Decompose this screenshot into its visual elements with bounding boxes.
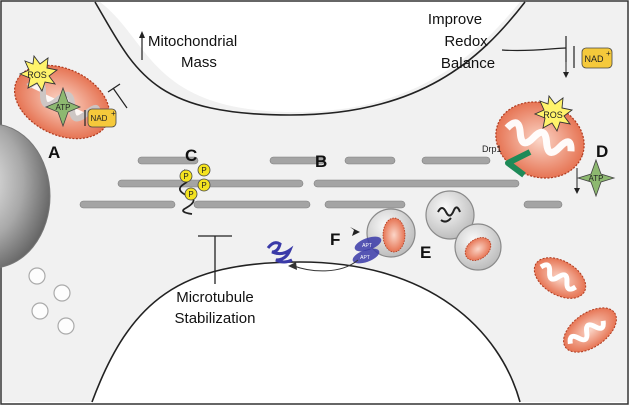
redox-pointer-line: [501, 47, 567, 52]
drp1-label: Drp1: [482, 144, 502, 154]
mitochondrion-right-2: [563, 307, 617, 353]
apt-label-1: APT: [362, 243, 372, 249]
phosphate-3: P: [201, 181, 206, 190]
mito-mass-inhibit-line: [112, 87, 128, 109]
phospho-tau-c: P P P P: [178, 163, 211, 215]
mito-mass-up-arrowhead: [139, 31, 145, 38]
ros-burst-a: ROS: [18, 54, 59, 93]
autophagosome-3: [454, 223, 502, 271]
nad-badge-d: NAD +: [581, 47, 613, 69]
vesicle-3: [31, 302, 49, 320]
nad-label-a: NAD: [91, 114, 108, 123]
apt-label-2: APT: [360, 255, 370, 261]
nad-down-arrowhead: [563, 72, 569, 78]
ros-label-a: ROS: [27, 70, 47, 80]
microtubule-line-2: Stabilization: [175, 310, 256, 327]
atp-down-arrowhead-d: [574, 188, 580, 194]
autophagosome-1: [366, 208, 416, 258]
lower-membrane: [91, 261, 521, 403]
phosphate-2: P: [201, 166, 206, 175]
panel-letter-d: D: [596, 142, 608, 161]
phosphate-1: P: [183, 172, 188, 181]
nad-label-d: NAD: [584, 54, 604, 64]
atp-label-a: ATP: [56, 103, 71, 112]
mito-mass-inhibit-bar: [107, 83, 121, 93]
microtubules: [79, 156, 563, 209]
atp-star-a: ATP: [44, 86, 82, 128]
atp-star-d: ATP: [576, 158, 616, 198]
nucleus: [0, 124, 51, 268]
microtubule-line-1: Microtubule: [176, 289, 254, 306]
panel-letter-b: B: [315, 152, 327, 171]
panel-letter-a: A: [48, 143, 60, 162]
mitochondrion-right-1: [533, 257, 587, 299]
mito-mass-line-1: Mitochondrial: [148, 33, 237, 50]
upper-membrane: [94, 1, 526, 116]
redox-line-3: Balance: [441, 55, 495, 72]
nad-badge-a: NAD +: [87, 108, 117, 128]
phosphate-4: P: [188, 190, 193, 199]
lower-cell-gap: [92, 262, 520, 402]
panel-letter-f: F: [330, 230, 340, 249]
panel-letter-e: E: [420, 243, 431, 262]
drp1-protein: [505, 149, 532, 178]
ros-label-d: ROS: [543, 110, 563, 120]
nad-sup-d: +: [606, 49, 611, 58]
apt-protein: APT APT: [352, 236, 382, 264]
ros-burst-d: ROS: [533, 94, 574, 133]
vesicle-4: [57, 317, 75, 335]
atp-label-d: ATP: [589, 174, 604, 183]
vesicle-2: [53, 284, 71, 302]
apt-pointer-arrow: [350, 227, 360, 236]
degraded-protein: [266, 241, 294, 264]
apt-degradation-arrow: [293, 259, 359, 272]
redox-line-2: Redox: [444, 33, 488, 50]
vesicle-1: [28, 267, 46, 285]
autophagosome-2: [425, 190, 475, 240]
nad-sup-a: +: [111, 109, 116, 118]
panel-letter-c: C: [185, 146, 197, 165]
mito-mass-line-2: Mass: [181, 54, 217, 71]
redox-line-1: Improve: [428, 11, 482, 28]
apt-degradation-arrowhead: [288, 262, 297, 270]
